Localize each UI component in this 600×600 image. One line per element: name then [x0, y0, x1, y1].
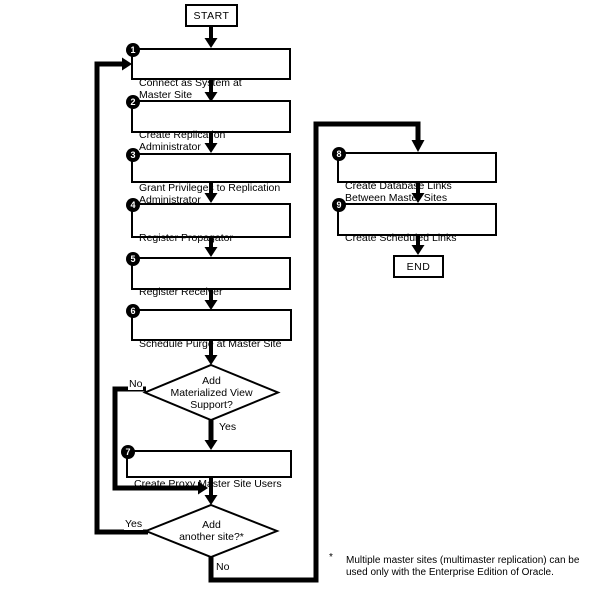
step-box-9: 9 Create Scheduled Links — [332, 198, 497, 244]
step-number-badge: 1 — [126, 43, 140, 57]
arrowhead-yes-loop — [122, 57, 132, 71]
arrowhead-step1-step2 — [204, 92, 218, 102]
arrowhead-step4-step5 — [204, 247, 218, 257]
end-terminal: END — [393, 255, 444, 278]
decision2-yes-label: Yes — [124, 518, 144, 530]
step-box-6: 6 Schedule Purge at Master Site — [126, 304, 292, 350]
step-number-badge: 4 — [126, 198, 140, 212]
step-label: Create Database Links Between Master Sit… — [345, 180, 452, 204]
decision2-diamond — [143, 503, 280, 559]
arrowhead-step7-decision2 — [204, 495, 218, 505]
step-label: Register Receiver — [139, 286, 223, 298]
arrowhead-step3-step4 — [204, 193, 218, 203]
start-label: START — [193, 9, 230, 22]
step-number-badge: 2 — [126, 95, 140, 109]
arrowhead-no-exit — [411, 140, 425, 152]
step-number-badge: 7 — [121, 445, 135, 459]
footnote: Multiple master sites (multimaster repli… — [346, 555, 579, 579]
decision1-diamond — [142, 363, 281, 422]
step-number-badge: 5 — [126, 252, 140, 266]
footnote-line2: used only with the Enterprise Edition of… — [346, 567, 554, 578]
decision1-label: Add Materialized View Support? — [170, 374, 253, 411]
connector-no-exit — [208, 121, 421, 583]
step-number-badge: 8 — [332, 147, 346, 161]
arrowhead-decision1-step7 — [204, 440, 218, 450]
decision2-label: Add another site?* — [179, 519, 244, 543]
step-number-badge: 3 — [126, 148, 140, 162]
step-number-badge: 9 — [332, 198, 346, 212]
start-terminal: START — [185, 4, 238, 27]
step-label: Register Propagator — [139, 232, 233, 244]
arrowhead-step6-decision1 — [204, 355, 218, 365]
arrowhead-step5-step6 — [204, 300, 218, 310]
decision2-no-label: No — [215, 561, 231, 573]
connector-yes-loop — [94, 61, 148, 535]
step-label: Grant Privileges to Replication Administ… — [139, 182, 281, 206]
end-label: END — [406, 260, 431, 273]
footnote-marker: * — [329, 552, 333, 563]
step-label: Create Scheduled Links — [345, 232, 457, 244]
step-box-4: 4 Register Propagator — [126, 198, 291, 244]
step-label: Schedule Purge at Master Site — [139, 338, 282, 350]
arrowhead-no-loop — [198, 481, 208, 495]
step-box-3: 3 Grant Privileges to Replication Admini… — [126, 148, 291, 205]
decision1-yes-label: Yes — [218, 421, 238, 433]
step-box-5: 5 Register Receiver — [126, 252, 291, 298]
arrowhead-step8-step9 — [411, 193, 425, 203]
step-number-badge: 6 — [126, 304, 140, 318]
arrowhead-step9-end — [411, 245, 425, 255]
step-label: Connect as System at Master Site — [139, 77, 242, 101]
step-box-1: 1 Connect as System at Master Site — [126, 43, 291, 100]
step-box-2: 2 Create Replication Administrator — [126, 95, 291, 152]
arrowhead-start-step1 — [204, 38, 218, 48]
step-box-7: 7 Create Proxy Master Site Users — [121, 445, 292, 490]
step-label: Create Replication Administrator — [139, 129, 226, 153]
step-box-8: 8 Create Database Links Between Master S… — [332, 147, 497, 203]
decision1-no-label: No — [128, 378, 144, 390]
step-label: Create Proxy Master Site Users — [134, 478, 282, 490]
arrowhead-step2-step3 — [204, 143, 218, 153]
footnote-line1: Multiple master sites (multimaster repli… — [346, 555, 580, 566]
